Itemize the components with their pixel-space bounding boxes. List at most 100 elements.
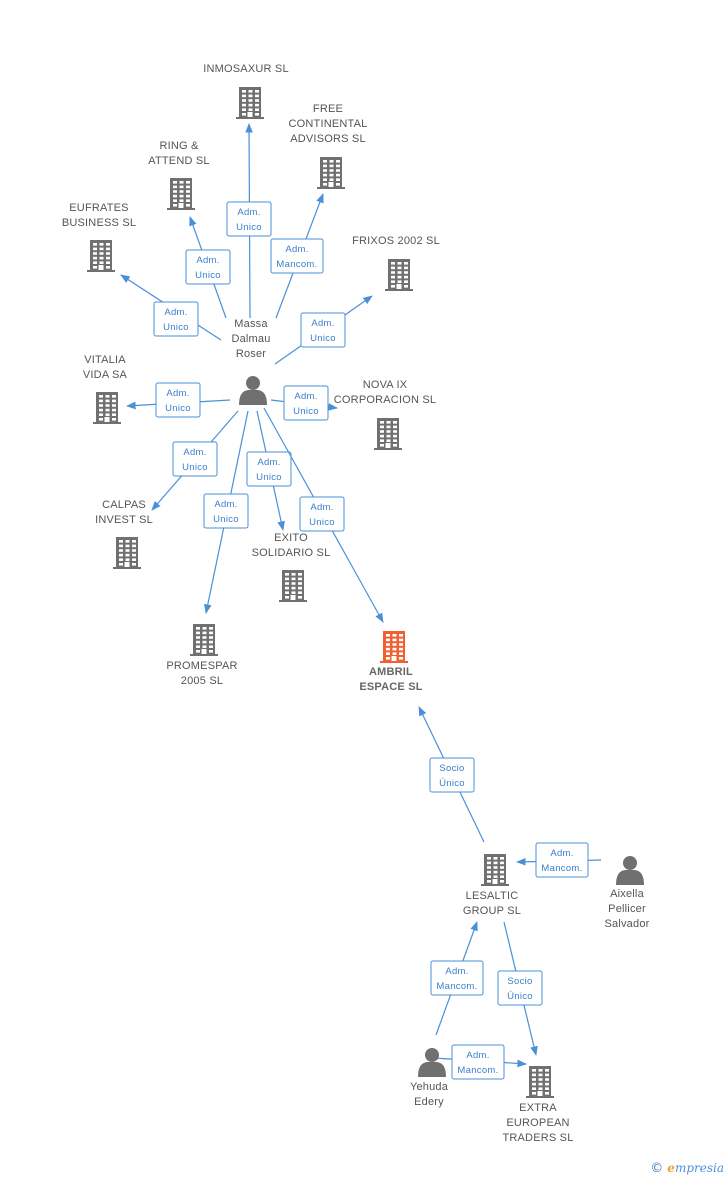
edge-massa-to-free: Adm.Mancom.	[270, 193, 324, 319]
role-badge-box	[300, 312, 346, 348]
node-label: EXITO	[274, 532, 308, 544]
role-badge-text: Unico	[256, 472, 282, 483]
node-label: Aixella	[610, 888, 644, 900]
node-label: Dalmau	[231, 333, 270, 345]
role-badge[interactable]: Adm. Unico	[172, 441, 218, 477]
role-badge-text: Adm.	[183, 447, 206, 458]
edge-yehuda-to-lesaltic: Adm. Mancom.	[430, 921, 484, 1036]
role-badge[interactable]: Adm. Unico	[246, 451, 292, 487]
role-badge-box	[153, 301, 199, 337]
node-label: TRADERS SL	[502, 1132, 573, 1144]
role-badge-text: Unico	[310, 333, 336, 344]
node-label: EUROPEAN	[506, 1117, 569, 1129]
edge-massa-to-calpas: Adm. Unico	[151, 410, 239, 511]
role-badge-text: Mancom.	[457, 1065, 498, 1076]
node-inmosaxur[interactable]: INMOSAXUR SL	[203, 63, 289, 119]
person-icon	[616, 856, 644, 885]
edge-massa-to-ambril: Adm.Unico	[263, 407, 384, 623]
node-label: CONTINENTAL	[288, 118, 367, 130]
role-badge[interactable]: Adm.Unico	[203, 493, 249, 529]
role-badge-text: Unico	[195, 270, 221, 281]
node-label: Pellicer	[608, 903, 646, 915]
node-label: Yehuda	[410, 1081, 449, 1093]
edge-massa-to-frixos: Adm. Unico	[274, 295, 373, 365]
node-label: PROMESPAR	[166, 660, 237, 672]
role-badge-text: Unico	[309, 517, 335, 528]
role-badge-text: Mancom.	[541, 863, 582, 874]
node-label: Salvador	[604, 918, 649, 930]
node-label: BUSINESS SL	[62, 217, 136, 229]
node-label: ATTEND SL	[148, 155, 210, 167]
edge-massa-to-inmosaxur: Adm.Unico	[226, 123, 272, 319]
building-icon	[526, 1066, 554, 1098]
node-promespar[interactable]: PROMESPAR 2005 SL	[166, 624, 237, 687]
role-badge-text: Adm.	[445, 966, 468, 977]
node-frixos[interactable]: FRIXOS 2002 SL	[352, 235, 440, 291]
role-badge[interactable]: Adm. Unico	[300, 312, 346, 348]
building-icon	[385, 259, 413, 291]
role-badge-box	[226, 201, 272, 237]
role-badge[interactable]: Adm.Unico	[185, 249, 231, 285]
role-badge-text: Único	[439, 778, 465, 789]
role-badge-text: Adm.	[311, 318, 334, 329]
building-icon	[87, 240, 115, 272]
node-label: 2005 SL	[181, 675, 223, 687]
role-badge-box	[246, 451, 292, 487]
role-badge-text: Unico	[213, 514, 239, 525]
role-badge-text: Adm.	[466, 1050, 489, 1061]
node-label: RING &	[159, 140, 199, 152]
building-icon	[374, 418, 402, 450]
role-badge-box	[203, 493, 249, 529]
role-badge[interactable]: Adm.Mancom.	[270, 238, 324, 274]
role-badge-text: Adm.	[285, 244, 308, 255]
role-badge-text: Adm.	[166, 388, 189, 399]
node-ring[interactable]: RING & ATTEND SL	[148, 140, 210, 210]
role-badge-box	[172, 441, 218, 477]
role-badge[interactable]: Adm.Unico	[283, 385, 329, 421]
role-badge-text: Mancom.	[436, 981, 477, 992]
brand-footer: ©empresia	[650, 1160, 724, 1176]
node-label: ESPACE SL	[359, 681, 422, 693]
role-badge-text: Adm.	[294, 391, 317, 402]
role-badge-text: Adm.	[164, 307, 187, 318]
brand-logo-text: mpresia	[674, 1161, 724, 1175]
role-badge-text: Adm.	[257, 457, 280, 468]
edge-massa-to-ring: Adm.Unico	[185, 216, 231, 319]
role-badge[interactable]: Adm. Mancom.	[430, 960, 484, 996]
role-badge-box	[430, 960, 484, 996]
edge-yehuda-to-extra: Adm. Mancom.	[433, 1044, 527, 1080]
node-label: CORPORACION SL	[334, 394, 436, 406]
role-badge[interactable]: Adm. Mancom.	[451, 1044, 505, 1080]
node-label: CALPAS	[102, 499, 146, 511]
role-badge[interactable]: Adm. Unico	[153, 301, 199, 337]
role-badge-text: Unico	[182, 462, 208, 473]
person-icon	[418, 1048, 446, 1077]
role-badge-box	[270, 238, 324, 274]
role-badge[interactable]: Adm.Mancom.	[535, 842, 589, 878]
role-badge-box	[451, 1044, 505, 1080]
brand-logo[interactable]: empresia	[667, 1161, 724, 1175]
edge-massa-to-nova: Adm.Unico	[270, 385, 338, 421]
building-icon	[113, 537, 141, 569]
role-badge-text: Unico	[163, 322, 189, 333]
role-badge[interactable]: Adm.Unico	[155, 382, 201, 418]
building-icon	[190, 624, 218, 656]
node-label: ADVISORS SL	[290, 133, 366, 145]
role-badge[interactable]: Adm.Unico	[226, 201, 272, 237]
role-badge[interactable]: Adm.Unico	[299, 496, 345, 532]
